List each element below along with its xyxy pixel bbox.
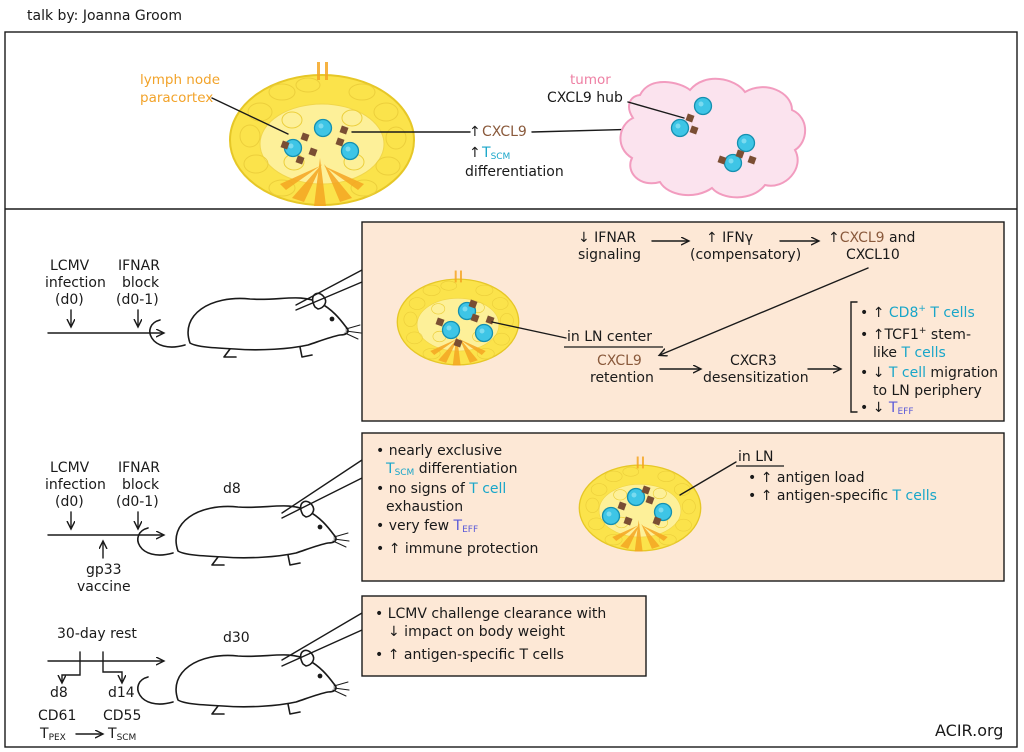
ifng-label-2: (compensatory) bbox=[690, 247, 801, 263]
row3-cd61-label: CD61 bbox=[38, 708, 76, 724]
row1-block-label-2: block bbox=[122, 275, 160, 291]
row2-infection-label-1: LCMV bbox=[50, 460, 90, 476]
top-tumor bbox=[619, 77, 807, 199]
row3-mouse bbox=[137, 649, 350, 715]
lymph-node-pointer bbox=[211, 97, 289, 135]
row3-rest-label: 30-day rest bbox=[57, 626, 137, 642]
row3-panel bbox=[361, 595, 647, 677]
hub-pointer bbox=[627, 101, 685, 119]
retention-label-2: retention bbox=[590, 370, 654, 386]
row3-bullet-1a: • LCMV challenge clearance with bbox=[375, 606, 606, 622]
cxcl-to-retention-arrow bbox=[660, 267, 869, 355]
lymph-node-label-2: paracortex bbox=[140, 90, 213, 106]
row3-day-label: d30 bbox=[223, 630, 250, 646]
credit-text: talk by: Joanna Groom bbox=[27, 8, 182, 24]
outcome-teff: • ↓ TEFF bbox=[860, 400, 914, 417]
outcome-stem-like: like T cells bbox=[873, 345, 946, 361]
row2-timeline: LCMV infection (d0) IFNAR block (d0-1) g… bbox=[45, 460, 163, 595]
row3-timeline: 30-day rest d8 d14 CD61 CD55 TPEX TSCM bbox=[38, 626, 163, 743]
row3-tpex-label: TPEX bbox=[39, 726, 66, 743]
top-up-arrow-1: ↑ bbox=[469, 124, 481, 140]
in-ln-bullet-1: • ↑ antigen load bbox=[748, 470, 864, 486]
footer-source: ACIR.org bbox=[935, 721, 1003, 740]
outcome-periphery: to LN periphery bbox=[873, 383, 982, 399]
row1-timeline: LCMV infection (d0) IFNAR block (d0-1) bbox=[45, 258, 163, 333]
row3-d8-label: d8 bbox=[50, 685, 68, 701]
row2-bullet-2b: exhaustion bbox=[386, 499, 463, 515]
row2-block-label-2: block bbox=[122, 477, 160, 493]
row2-infection-label-2: infection bbox=[45, 477, 106, 493]
row2-bullet-4: • ↑ immune protection bbox=[376, 541, 538, 557]
top-lymph-node bbox=[229, 61, 415, 207]
row2-block-label-3: (d0-1) bbox=[116, 494, 159, 510]
row1-infection-label-2: infection bbox=[45, 275, 106, 291]
row2-vaccine-label-2: vaccine bbox=[77, 579, 131, 595]
row2-infection-label-3: (d0) bbox=[55, 494, 84, 510]
row2-vaccine-label-1: gp33 bbox=[86, 562, 122, 578]
row2-bullet-2a: • no signs of T cell bbox=[376, 481, 506, 497]
cxcr3-label-2: desensitization bbox=[703, 370, 809, 386]
outcome-bracket bbox=[850, 301, 858, 413]
in-ln-label: in LN bbox=[738, 449, 774, 465]
row3-tscm-label: TSCM bbox=[107, 726, 136, 743]
row3-bullet-2: • ↑ antigen-specific T cells bbox=[375, 647, 564, 663]
cxcl10-label: CXCL10 bbox=[846, 247, 900, 263]
row3-bullet-1b: ↓ impact on body weight bbox=[388, 624, 565, 640]
lymph-node-label-1: lymph node bbox=[140, 72, 220, 88]
outer-frame bbox=[4, 31, 1018, 748]
cxcl9-hub-label: CXCL9 hub bbox=[547, 90, 623, 106]
ln-center-pointer bbox=[491, 321, 567, 339]
in-ln-pointer bbox=[679, 461, 737, 496]
row2-block-label-1: IFNAR bbox=[118, 460, 160, 476]
row1-infection-label-3: (d0) bbox=[55, 292, 84, 308]
row2-zoom-lines bbox=[281, 459, 363, 519]
ifnar-label-2: signaling bbox=[578, 247, 641, 263]
ifnar-label-1: ↓ IFNAR bbox=[578, 230, 636, 246]
row3-zoom-lines bbox=[281, 612, 363, 667]
tumor-label: tumor bbox=[570, 72, 611, 88]
row2-mouse bbox=[137, 500, 350, 566]
row2-bullet-1b: TSCM differentiation bbox=[385, 461, 518, 478]
outcome-tcf1: • ↑TCF1+ stem- bbox=[860, 326, 971, 343]
top-up-arrow-2: ↑ bbox=[469, 145, 481, 161]
row1-infection-label-1: LCMV bbox=[50, 258, 90, 274]
row1-block-label-1: IFNAR bbox=[118, 258, 160, 274]
cxcr3-label-1: CXCR3 bbox=[730, 353, 777, 369]
cxcl-label-1: ↑CXCL9 and bbox=[828, 230, 915, 246]
top-cxcl9-label: CXCL9 bbox=[482, 124, 527, 140]
row1-zoom-lines bbox=[295, 269, 363, 311]
retention-label-1: CXCL9 bbox=[597, 353, 642, 369]
outcome-cd8: • ↑ CD8+ T cells bbox=[860, 304, 975, 321]
top-tscm-label: TSCM bbox=[481, 145, 510, 162]
top-differentiation-label: differentiation bbox=[465, 164, 564, 180]
row1-block-label-3: (d0-1) bbox=[116, 292, 159, 308]
row1-mouse bbox=[149, 292, 362, 358]
in-ln-bullet-2: • ↑ antigen-specific T cells bbox=[748, 488, 937, 504]
row2-bullet-1a: • nearly exclusive bbox=[376, 443, 502, 459]
ln-center-label: in LN center bbox=[567, 329, 652, 345]
row2-bullet-3: • very few TEFF bbox=[376, 518, 478, 535]
row3-d14-label: d14 bbox=[108, 685, 135, 701]
ifng-label-1: ↑ IFNγ bbox=[706, 230, 753, 246]
outcome-migration: • ↓ T cell migration bbox=[860, 365, 998, 381]
row2-day-label: d8 bbox=[223, 481, 241, 497]
row3-cd55-label: CD55 bbox=[103, 708, 141, 724]
